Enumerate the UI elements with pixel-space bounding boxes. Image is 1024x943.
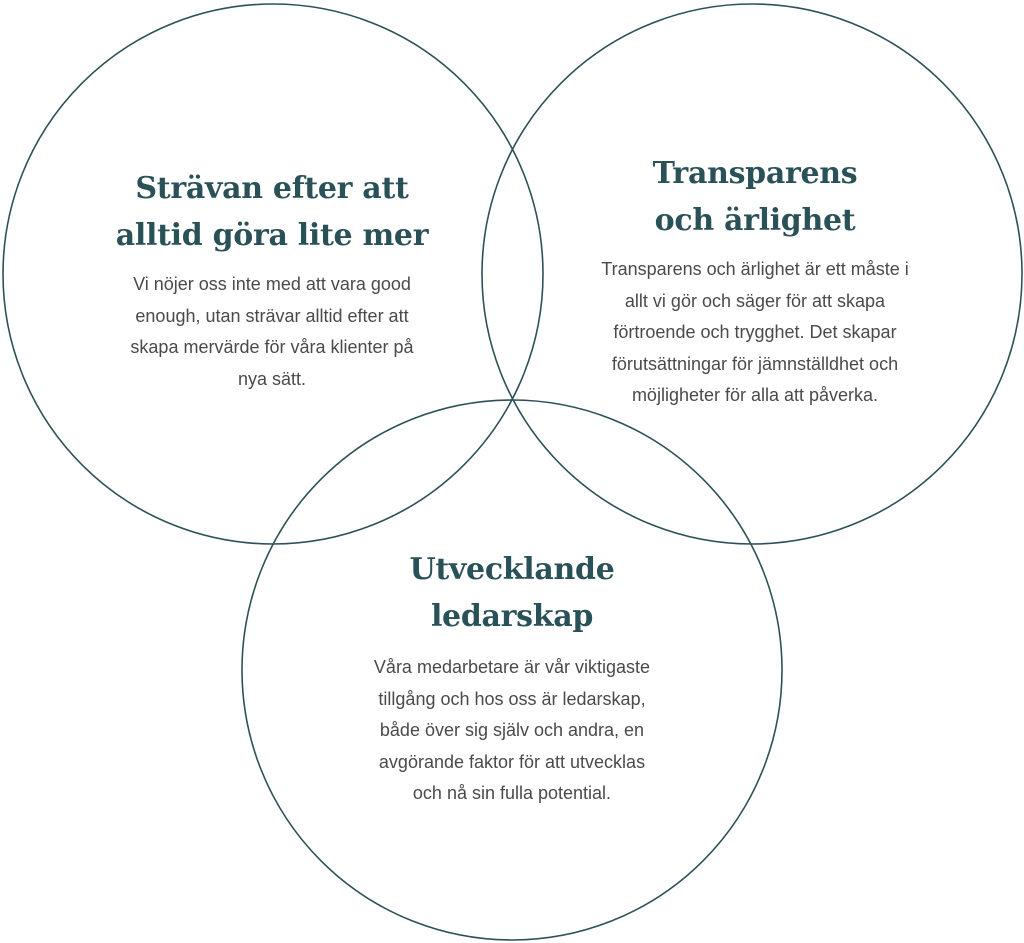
body-line: skapa mervärde för våra klienter på bbox=[130, 337, 414, 357]
value-description: Vi nöjer oss inte med att vara good enou… bbox=[100, 269, 444, 395]
body-line: allt vi gör och säger för att skapa bbox=[624, 290, 886, 311]
body-line: Transparens och ärlighet är ett måste i bbox=[601, 259, 909, 279]
body-line: Vi nöjer oss inte med att vara good bbox=[133, 274, 411, 294]
body-line: avgörande faktor för att utvecklas bbox=[378, 751, 646, 772]
body-line: och nå sin fulla potential. bbox=[412, 783, 612, 803]
heading-line: Transparens bbox=[652, 156, 858, 191]
body-line: både över sig själv och andra, en bbox=[379, 720, 645, 740]
body-line: förutsättningar för jämnställdhet och bbox=[611, 353, 899, 374]
value-description: Våra medarbetare är vår viktigaste tillg… bbox=[330, 652, 694, 810]
body-line: möjligheter för alla att påverka. bbox=[631, 385, 879, 405]
value-heading: Transparens och ärlighet bbox=[565, 150, 945, 244]
heading-line: Strävan efter att bbox=[135, 171, 409, 206]
heading-line: och ärlighet bbox=[654, 203, 856, 238]
body-line: nya sätt. bbox=[237, 368, 307, 389]
heading-line: ledarskap bbox=[430, 599, 594, 634]
body-line: tillgång och hos oss är ledarskap, bbox=[378, 688, 646, 709]
heading-line: Utvecklande bbox=[409, 552, 615, 587]
body-line: förtroende och trygghet. Det skapar bbox=[613, 322, 897, 342]
value-heading: Utvecklande ledarskap bbox=[330, 546, 694, 640]
body-line: enough, utan strävar alltid efter att bbox=[135, 305, 409, 326]
value-leadership: Utvecklande ledarskap Våra medarbetare ä… bbox=[330, 546, 694, 810]
value-heading: Strävan efter att alltid göra lite mer bbox=[100, 165, 444, 259]
body-line: Våra medarbetare är vår viktigaste bbox=[373, 657, 651, 677]
circle-leadership bbox=[241, 399, 783, 941]
heading-line: alltid göra lite mer bbox=[115, 218, 429, 253]
value-description: Transparens och ärlighet är ett måste i … bbox=[565, 254, 945, 412]
value-striving: Strävan efter att alltid göra lite mer V… bbox=[100, 165, 444, 395]
circle-transparency bbox=[481, 3, 1023, 545]
value-transparency: Transparens och ärlighet Transparens och… bbox=[565, 150, 945, 412]
